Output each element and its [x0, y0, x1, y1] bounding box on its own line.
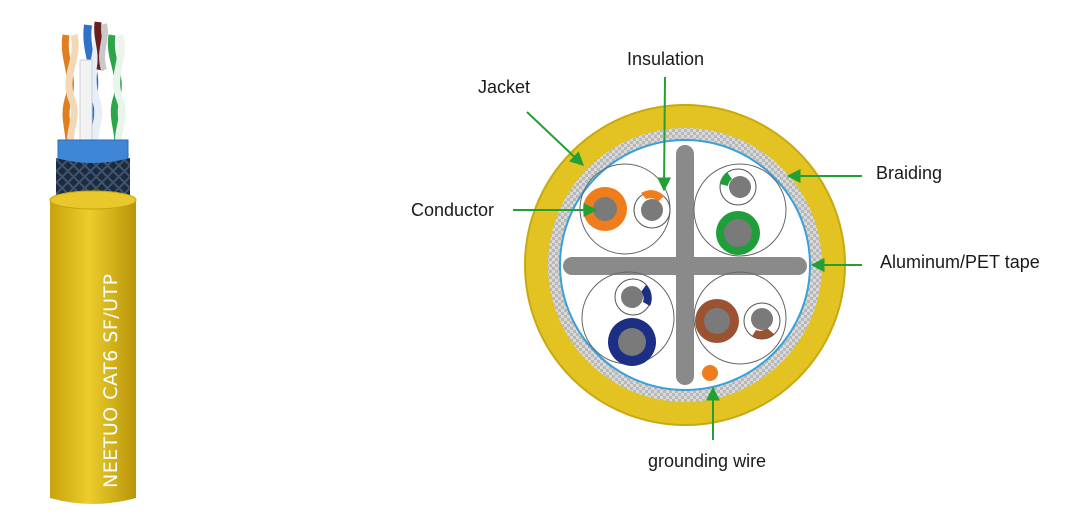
- conductor-label: Conductor: [411, 200, 495, 220]
- blue-conductor: [618, 328, 646, 356]
- callout-arrows: [513, 76, 862, 440]
- separator-horizontal: [563, 257, 807, 275]
- green-conductor: [724, 219, 752, 247]
- braiding-label: Braiding: [876, 163, 943, 183]
- insulation-arrow: [657, 76, 672, 192]
- white-blue-conductor: [621, 286, 643, 308]
- pair-brown: [693, 271, 787, 365]
- grounding-wire-label: grounding wire: [648, 451, 767, 471]
- white-green-conductor: [729, 176, 751, 198]
- outer-jacket: [50, 194, 136, 504]
- white-brown-conductor: [751, 308, 773, 330]
- pair-green: [693, 163, 787, 257]
- jacket-arrow: [526, 111, 585, 166]
- insulation-label: Insulation: [627, 49, 705, 69]
- orange-conductor: [593, 197, 617, 221]
- grounding-wire: [700, 363, 720, 383]
- brown-conductor: [704, 308, 730, 334]
- cable-illustration: NEETUO CAT6 SF/UTP: [49, 21, 137, 504]
- aluminum-tape-label: Aluminum/PET tape: [880, 252, 1040, 272]
- cross-section: [524, 104, 846, 426]
- pair-orange: [579, 163, 671, 255]
- cable-print-text: NEETUO CAT6 SF/UTP: [100, 273, 122, 488]
- white-orange-conductor: [641, 199, 663, 221]
- pair-blue: [581, 271, 675, 366]
- jacket-label: Jacket: [478, 77, 531, 97]
- twisted-pairs: [61, 21, 126, 153]
